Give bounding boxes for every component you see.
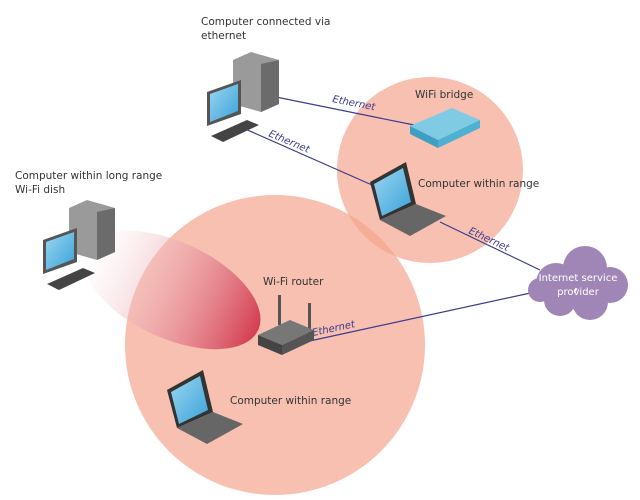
ethernet-computer-label: ethernet: [201, 30, 246, 42]
wifi-bridge-label: WiFi bridge: [415, 89, 473, 101]
laptop-router-label: Computer within range: [230, 395, 351, 407]
laptop-icon[interactable]: [370, 162, 446, 236]
ethernet-computer-label: Computer connected via: [201, 16, 330, 28]
long-range-beam: [83, 230, 261, 350]
internet-cloud-icon[interactable]: [528, 246, 628, 320]
desktop-computer-icon[interactable]: [207, 52, 279, 142]
long-range-label: Computer within long range: [15, 170, 162, 182]
link-label: Ethernet: [331, 94, 377, 113]
router-label: Wi-Fi router: [263, 276, 324, 288]
isp-label: Internet service: [539, 273, 618, 284]
laptop-bridge-label: Computer within range: [418, 178, 539, 190]
link-line: [304, 291, 536, 343]
laptop-icon[interactable]: [167, 370, 243, 444]
long-range-label: Wi-Fi dish: [15, 184, 65, 196]
links: [242, 96, 541, 343]
link-line: [439, 221, 541, 271]
wifi-router-icon[interactable]: [258, 295, 314, 355]
wifi-bridge-icon[interactable]: [410, 108, 480, 148]
link-line: [242, 127, 373, 186]
link-line: [275, 96, 415, 126]
long-range-computer-icon[interactable]: [43, 200, 115, 290]
link-label: Ethernet: [267, 129, 312, 156]
isp-label: provider: [557, 287, 600, 298]
